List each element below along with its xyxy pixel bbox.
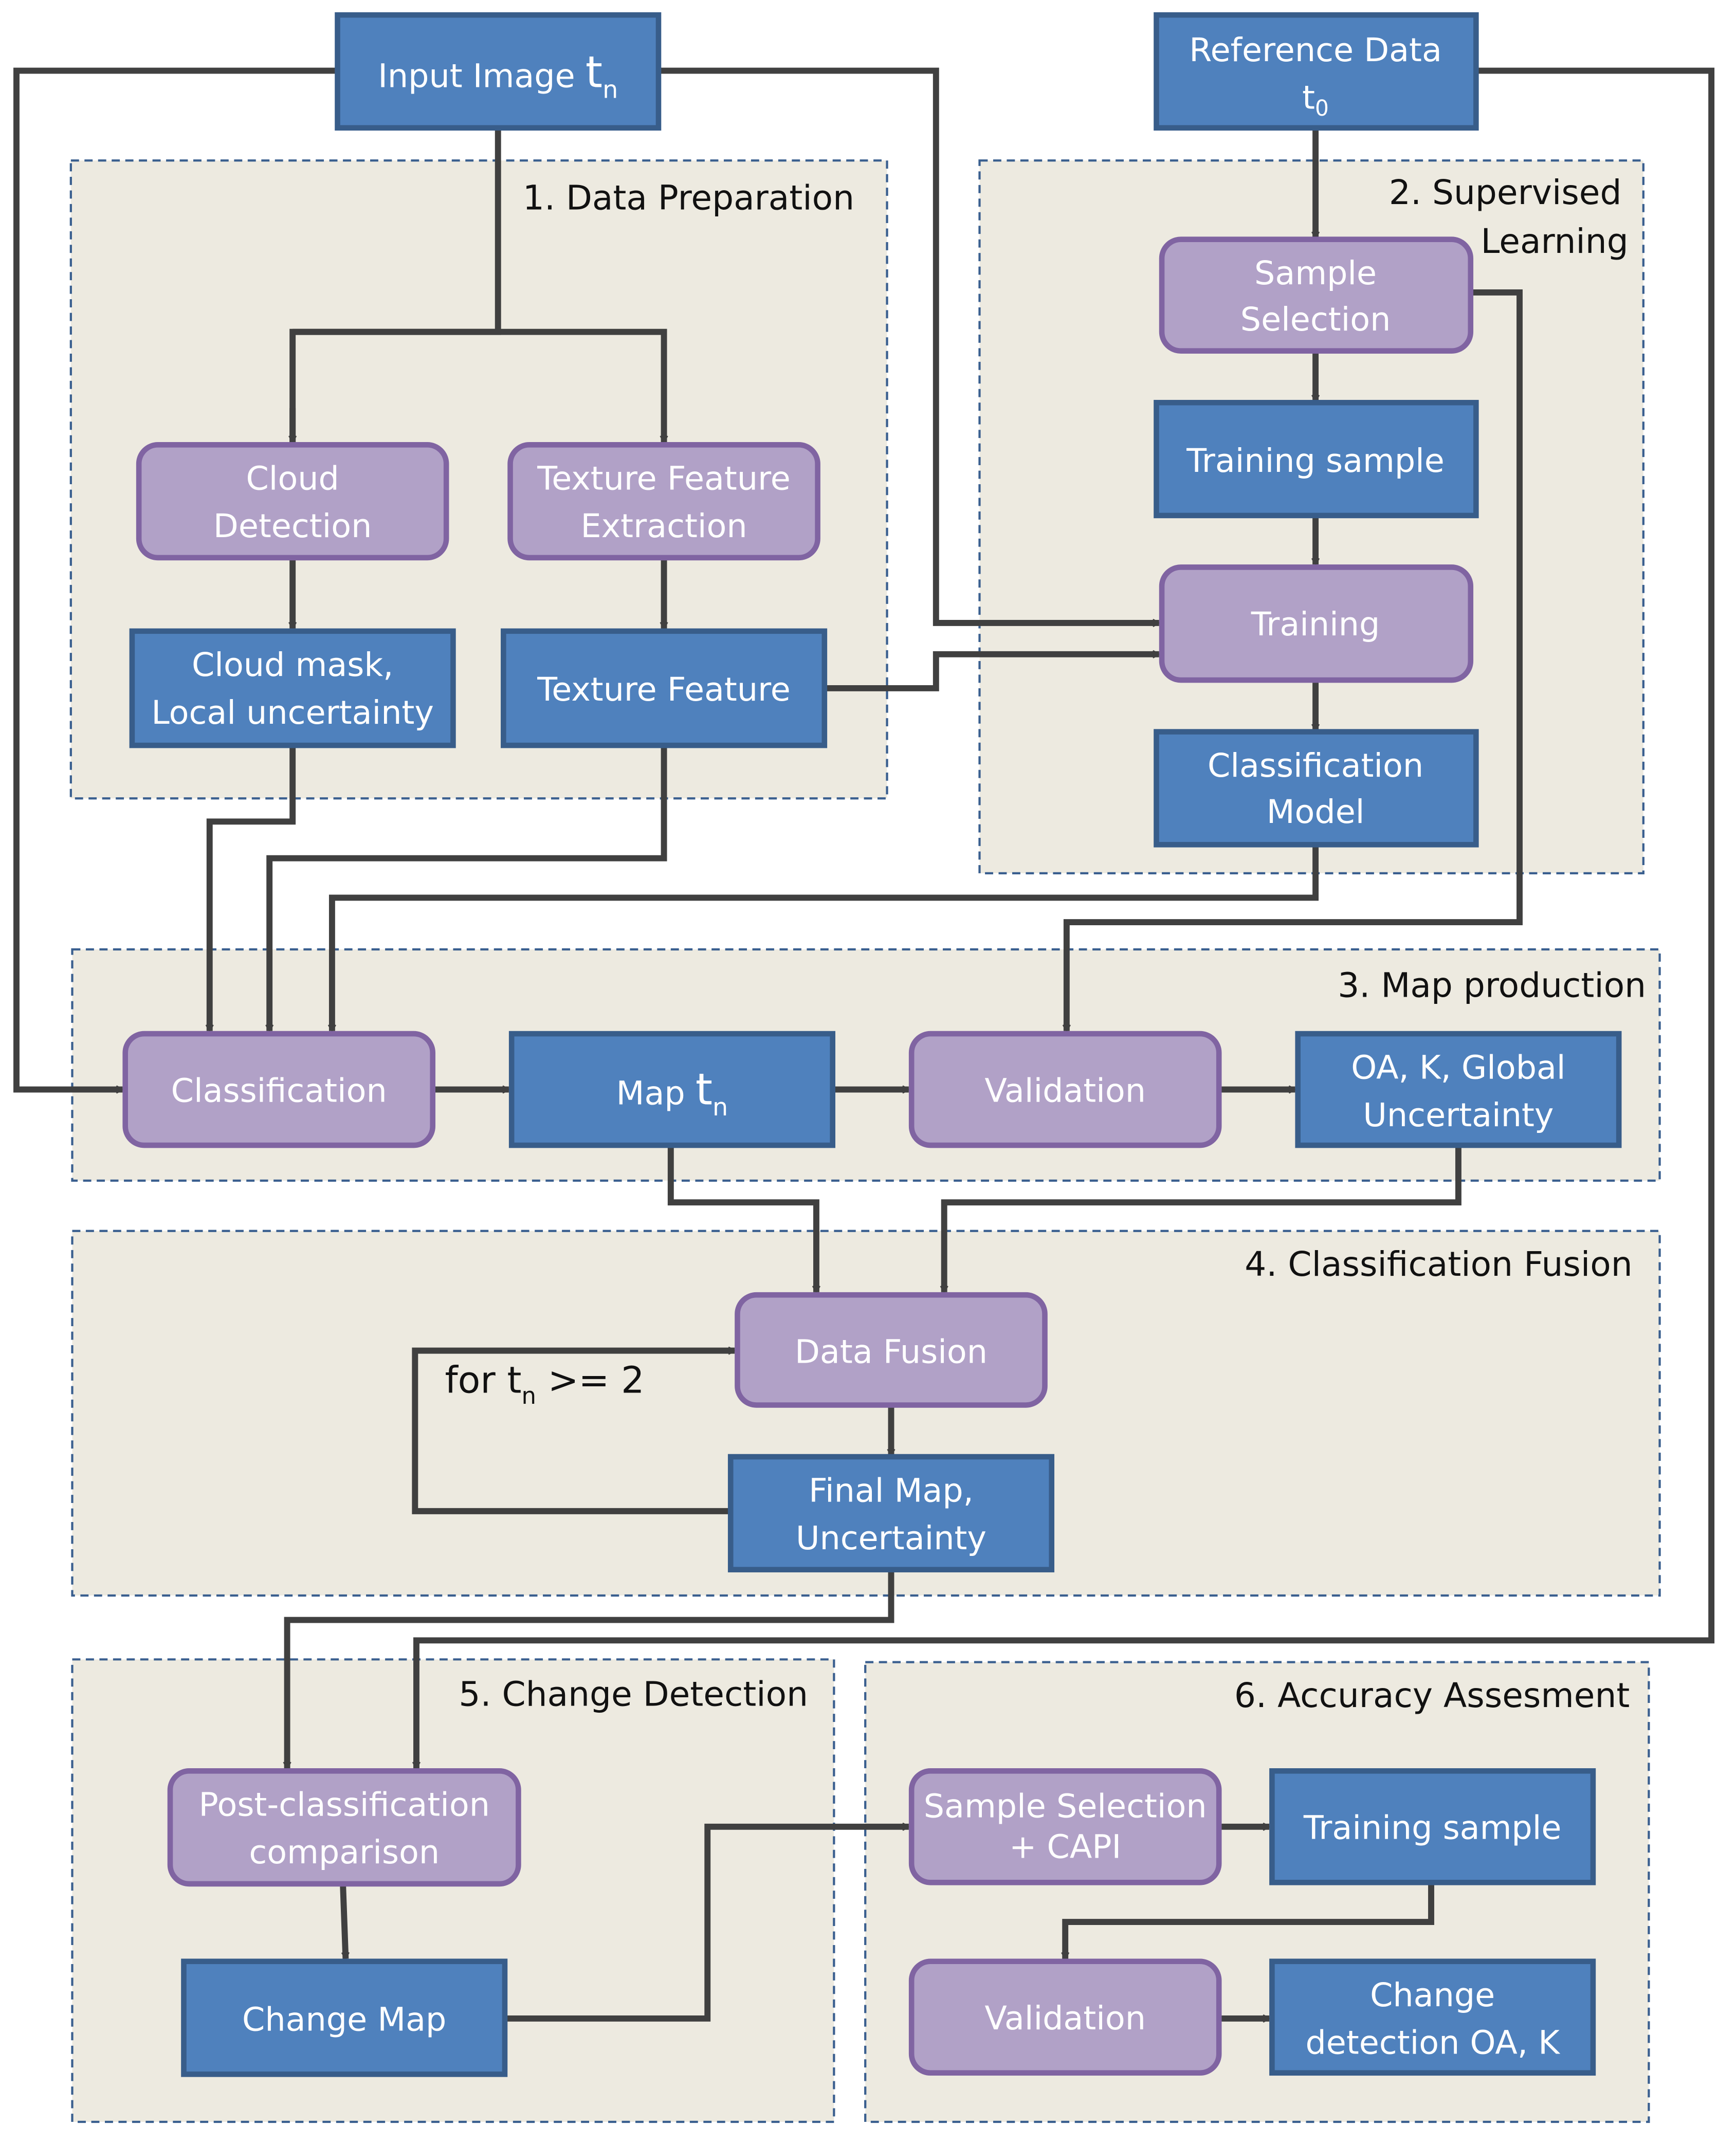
connectors xyxy=(13,67,1715,2023)
svg-text:Change Map: Change Map xyxy=(242,2001,446,2039)
connector-cloud-mask-to-classification xyxy=(205,745,296,1033)
svg-text:comparison: comparison xyxy=(249,1833,440,1871)
node-label: Reference Data xyxy=(1189,31,1442,69)
connector-post-to-change-map xyxy=(340,1883,350,1960)
svg-text:Model: Model xyxy=(1267,793,1365,831)
connector-map-to-fusion xyxy=(667,1146,821,1294)
svg-text:Classification: Classification xyxy=(1208,746,1423,784)
connector-reference-to-post-classification xyxy=(412,67,1715,1770)
svg-text:Cloud: Cloud xyxy=(246,460,339,498)
connector-final-to-post-classification xyxy=(283,1569,894,1770)
svg-text:OA, K, Global: OA, K, Global xyxy=(1351,1048,1565,1086)
node-validation-2: Validation xyxy=(908,1958,1222,2076)
connector-training-sample-to-validation xyxy=(1061,1883,1434,1960)
node-data-fusion: Data Fusion xyxy=(735,1292,1048,1408)
node-texture-feature-extraction: Texture Feature Extraction xyxy=(507,442,820,561)
svg-text:Texture Feature: Texture Feature xyxy=(537,670,791,708)
svg-text:Training sample: Training sample xyxy=(1186,442,1445,480)
group-label-line1: 2. Supervised xyxy=(1389,173,1622,212)
node-cloud-mask: Cloud mask, Local uncertainty xyxy=(129,628,456,748)
svg-text:Training sample: Training sample xyxy=(1303,1809,1562,1847)
group-label: 1. Data Preparation xyxy=(523,178,854,218)
node-sample-selection-capi: Sample Selection + CAPI xyxy=(908,1768,1222,1885)
connector-input-to-training xyxy=(658,67,1161,628)
group-label: 6. Accuracy Assesment xyxy=(1234,1676,1630,1715)
node-sample-selection: Sample Selection xyxy=(1159,236,1474,354)
connector-change-map-to-sample-capi xyxy=(506,1822,911,2022)
svg-text:Training: Training xyxy=(1251,605,1380,643)
svg-text:Sample: Sample xyxy=(1254,254,1377,292)
loop-condition-label: for tn >= 2 xyxy=(445,1359,645,1409)
node-training: Training xyxy=(1159,564,1474,683)
node-final-map: Final Map, Uncertainty xyxy=(727,1454,1055,1572)
svg-text:Classification: Classification xyxy=(171,1071,387,1109)
connector-model-to-classification xyxy=(327,845,1319,1033)
svg-text:Map tn: Map tn xyxy=(616,1064,728,1122)
node-change-detection-oa-k: Change detection OA, K xyxy=(1269,1958,1596,2076)
svg-text:Uncertainty: Uncertainty xyxy=(1363,1096,1554,1134)
svg-text:Change: Change xyxy=(1370,1976,1495,2014)
node-label: Input Image xyxy=(378,57,586,95)
node-input-image: Input Image tn xyxy=(335,12,662,131)
node-training-sample-2: Training sample xyxy=(1269,1768,1596,1885)
node-post-classification-comparison: Post-classification comparison xyxy=(167,1768,521,1887)
connector-input-to-texture-extraction xyxy=(293,328,668,444)
svg-text:Uncertainty: Uncertainty xyxy=(796,1519,986,1557)
svg-text:Post-classification: Post-classification xyxy=(198,1786,490,1824)
connector-loop xyxy=(412,1346,737,1514)
svg-text:Texture Feature: Texture Feature xyxy=(537,460,791,498)
svg-text:Local uncertainty: Local uncertainty xyxy=(151,693,434,731)
svg-text:Validation: Validation xyxy=(984,1071,1146,1109)
svg-text:Sample Selection: Sample Selection xyxy=(924,1787,1207,1825)
svg-text:Final Map,: Final Map, xyxy=(809,1471,974,1509)
svg-text:Validation: Validation xyxy=(984,1999,1146,2037)
svg-text:Data Fusion: Data Fusion xyxy=(795,1332,988,1370)
connector-texture-to-classification xyxy=(265,745,667,1033)
group-label: 5. Change Detection xyxy=(459,1674,808,1714)
node-validation: Validation xyxy=(908,1031,1222,1148)
group-label: 3. Map production xyxy=(1338,966,1646,1005)
connector-sample-to-validation xyxy=(1062,289,1523,1033)
node-reference-data: Reference Data t0 xyxy=(1154,12,1479,131)
connector-texture-feature-to-training xyxy=(824,650,1161,691)
node-oa-k-global-uncertainty: OA, K, Global Uncertainty xyxy=(1295,1031,1622,1148)
svg-text:t0: t0 xyxy=(1302,79,1329,121)
node-classification: Classification xyxy=(122,1031,436,1148)
node-classification-model: Classification Model xyxy=(1154,729,1479,848)
group-label-line2: Learning xyxy=(1481,222,1629,261)
svg-text:Extraction: Extraction xyxy=(580,507,747,545)
node-cloud-detection: Cloud Detection xyxy=(136,442,449,561)
node-map-tn: Map tn xyxy=(508,1031,835,1148)
node-change-map: Change Map xyxy=(181,1958,508,2077)
connector-oa-to-fusion xyxy=(940,1146,1461,1294)
node-training-sample: Training sample xyxy=(1154,399,1479,519)
svg-text:+ CAPI: + CAPI xyxy=(1009,1828,1121,1866)
connector-input-to-classification xyxy=(13,67,338,1094)
svg-text:Selection: Selection xyxy=(1240,300,1391,338)
svg-text:Cloud mask,: Cloud mask, xyxy=(192,646,393,684)
svg-text:Input Image tn: Input Image tn xyxy=(378,46,618,104)
group-label: 4. Classification Fusion xyxy=(1245,1244,1632,1284)
svg-text:detection OA, K: detection OA, K xyxy=(1305,2024,1560,2062)
node-texture-feature: Texture Feature xyxy=(501,628,828,748)
svg-text:Detection: Detection xyxy=(213,507,372,545)
